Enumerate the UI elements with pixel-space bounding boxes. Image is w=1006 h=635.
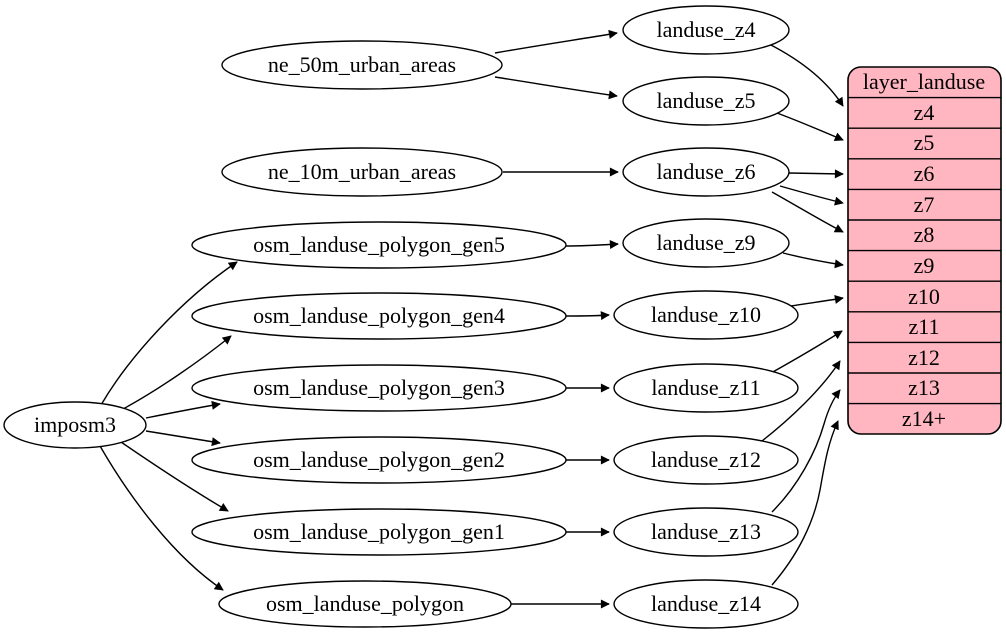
node-landuse_z13: landuse_z13 [613, 507, 799, 557]
edge-landuse_z12-to-layer-z12 [761, 360, 841, 442]
node-ne_50m_urban_areas: ne_50m_urban_areas [221, 40, 503, 90]
osm_landuse_polygon_gen5-label: osm_landuse_polygon_gen5 [253, 232, 505, 257]
landuse_z9-label: landuse_z9 [657, 230, 756, 255]
landuse_z14-label: landuse_z14 [651, 591, 761, 616]
osm_landuse_polygon_gen1-label: osm_landuse_polygon_gen1 [253, 519, 505, 544]
node-landuse_z4: landuse_z4 [622, 5, 790, 55]
node-landuse_z6: landuse_z6 [622, 147, 790, 197]
node-osm_landuse_polygon_gen3: osm_landuse_polygon_gen3 [191, 364, 567, 412]
node-layer_landuse: layer_landuse z4 z5 z6 z7 z8 z9 z10 z11 … [847, 66, 1002, 435]
layer-row-z11: z11 [909, 314, 940, 339]
landuse_z11-label: landuse_z11 [651, 375, 760, 400]
landuse_z14-ellipse [613, 579, 799, 629]
edge-landuse_z6-to-layer-z8 [771, 191, 844, 233]
landuse_z9-ellipse [622, 218, 790, 268]
ne_10m_urban_areas-label: ne_10m_urban_areas [268, 159, 456, 184]
landuse_z12-ellipse [613, 435, 799, 485]
landuse_z12-label: landuse_z12 [651, 447, 761, 472]
landuse_z10-ellipse [613, 290, 799, 340]
edge-landuse_z6-to-layer-z6 [788, 169, 844, 179]
landuse_z4-label: landuse_z4 [657, 17, 756, 42]
edge-imposm3-to-osm_landuse_polygon_gen3 [145, 400, 221, 419]
layer_landuse-separators [848, 96, 1001, 405]
layer-row-z5: z5 [914, 130, 935, 155]
node-landuse_z12: landuse_z12 [613, 435, 799, 485]
node-osm_landuse_polygon_gen2: osm_landuse_polygon_gen2 [191, 436, 567, 484]
landuse_z13-ellipse [613, 507, 799, 557]
edge-landuse_z5-to-layer-z5 [776, 112, 844, 141]
edge-imposm3-to-osm_landuse_polygon [99, 445, 224, 591]
landuse_z10-label: landuse_z10 [651, 302, 761, 327]
osm_landuse_polygon_gen1-ellipse [191, 508, 567, 556]
layer-row-z9: z9 [914, 253, 935, 278]
landuse_z13-label: landuse_z13 [651, 519, 761, 544]
osm_landuse_polygon-ellipse [218, 580, 512, 628]
layer-row-z10: z10 [908, 284, 940, 309]
edge-osm_landuse_polygon_gen4-to-landuse_z10 [565, 311, 610, 321]
landuse_z6-label: landuse_z6 [657, 159, 756, 184]
osm_landuse_polygon-label: osm_landuse_polygon [266, 591, 464, 616]
edge-landuse_z6-to-layer-z7 [779, 185, 844, 206]
layer_landuse-header: layer_landuse [863, 69, 985, 94]
landuse_z5-label: landuse_z5 [657, 88, 756, 113]
edge-landuse_z11-to-layer-z11 [770, 330, 843, 374]
edge-imposm3-to-osm_landuse_polygon_gen4 [122, 335, 232, 410]
osm_landuse_polygon_gen3-ellipse [191, 364, 567, 412]
node-osm_landuse_polygon_gen1: osm_landuse_polygon_gen1 [191, 508, 567, 556]
landuse_z5-ellipse [622, 76, 790, 126]
node-osm_landuse_polygon: osm_landuse_polygon [218, 580, 512, 628]
imposm3-label: imposm3 [34, 412, 116, 437]
node-landuse_z11: landuse_z11 [613, 363, 799, 413]
landuse_z6-ellipse [622, 147, 790, 197]
edge-ne_50m_urban_areas-to-landuse_z4 [494, 29, 618, 54]
osm_landuse_polygon_gen4-label: osm_landuse_polygon_gen4 [253, 303, 505, 328]
edge-group [99, 29, 844, 609]
edge-imposm3-to-osm_landuse_polygon_gen2 [145, 430, 221, 447]
imposm3-ellipse [3, 401, 147, 449]
layer-row-z6: z6 [914, 161, 935, 186]
osm_landuse_polygon_gen2-ellipse [191, 436, 567, 484]
node-osm_landuse_polygon_gen4: osm_landuse_polygon_gen4 [191, 292, 567, 340]
node-landuse_z14: landuse_z14 [613, 579, 799, 629]
landuse_z11-ellipse [613, 363, 799, 413]
osm_landuse_polygon_gen4-ellipse [191, 292, 567, 340]
edge-imposm3-to-osm_landuse_polygon_gen1 [120, 441, 229, 512]
layer-row-z4: z4 [914, 100, 935, 125]
layer-row-z7: z7 [914, 192, 935, 217]
edge-landuse_z13-to-layer-z13 [771, 389, 841, 513]
layer-row-z8: z8 [914, 222, 935, 247]
ne_10m_urban_areas-ellipse [221, 147, 503, 197]
node-imposm3: imposm3 [3, 401, 147, 449]
layer-row-z12: z12 [908, 345, 940, 370]
osm_landuse_polygon_gen3-label: osm_landuse_polygon_gen3 [253, 375, 505, 400]
edge-osm_landuse_polygon_gen5-to-landuse_z9 [565, 239, 619, 249]
osm_landuse_polygon_gen2-label: osm_landuse_polygon_gen2 [253, 447, 505, 472]
edge-ne_50m_urban_areas-to-landuse_z5 [494, 76, 618, 100]
edge-landuse_z4-to-layer-z4 [768, 43, 844, 107]
node-landuse_z9: landuse_z9 [622, 218, 790, 268]
node-osm_landuse_polygon_gen5: osm_landuse_polygon_gen5 [191, 221, 567, 269]
ne_50m_urban_areas-label: ne_50m_urban_areas [268, 52, 456, 77]
node-landuse_z10: landuse_z10 [613, 290, 799, 340]
layer-row-z14plus: z14+ [902, 406, 946, 431]
layer-row-z13: z13 [908, 375, 940, 400]
node-ne_10m_urban_areas: ne_10m_urban_areas [221, 147, 503, 197]
edge-landuse_z9-to-layer-z9 [782, 252, 844, 269]
osm_landuse_polygon_gen5-ellipse [191, 221, 567, 269]
landuse_z4-ellipse [622, 5, 790, 55]
edge-imposm3-to-osm_landuse_polygon_gen5 [100, 261, 238, 406]
edge-landuse_z10-to-layer-z10 [790, 294, 844, 307]
node-landuse_z5: landuse_z5 [622, 76, 790, 126]
edge-landuse_z14-to-layer-z14plus [771, 420, 839, 586]
ne_50m_urban_areas-ellipse [221, 40, 503, 90]
